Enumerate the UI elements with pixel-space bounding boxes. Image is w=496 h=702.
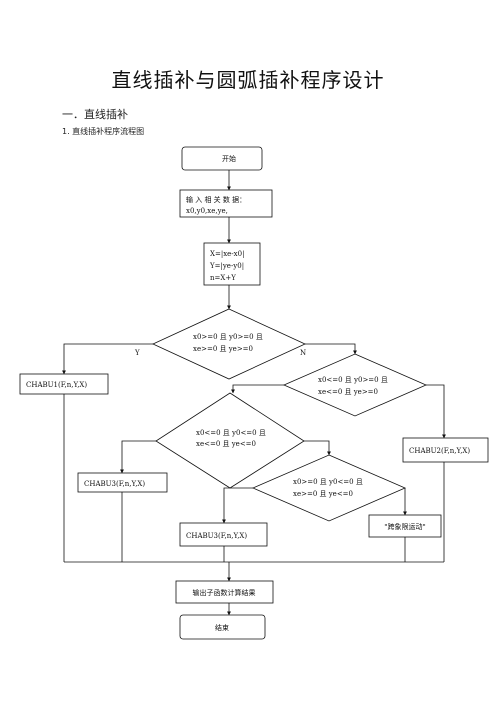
chabu1-label: CHABU1(F,n,Y,X) — [26, 381, 87, 389]
decision-1-label-1: x0>=0 且 y0>=0 且 — [193, 333, 263, 341]
decision-1 — [152, 308, 306, 380]
input-label-1: 输 入 相 关 数 据： — [186, 195, 246, 204]
decision-2-label-1: x0<=0 且 y0>=0 且 — [318, 376, 388, 384]
connector-d3-right — [304, 440, 331, 456]
connector-d1-yes — [62, 343, 153, 375]
chabu3a-box — [77, 472, 168, 493]
calc-box — [203, 242, 261, 286]
chabu3b-box — [179, 522, 268, 547]
chabu1-box — [19, 373, 109, 395]
start-label: 开始 — [222, 154, 236, 163]
decision-4-label-2: xe>=0 且 ye<=0 — [293, 490, 353, 498]
input-box — [179, 189, 273, 218]
subsection-heading: 1. 直线插补程序流程图 — [62, 127, 145, 136]
decision-3 — [155, 392, 305, 489]
start-terminal — [181, 146, 263, 171]
decision-2-label-2: xe<=0 且 ye>=0 — [318, 388, 378, 396]
section-heading: 一．直线插补 — [62, 108, 128, 121]
decision-3-label-1: x0<=0 且 y0<=0 且 — [196, 429, 266, 437]
connector-d2-left — [231, 384, 284, 394]
input-label-2: x0,y0,xe,ye, — [186, 207, 228, 215]
cross-quadrant-label: "跨象限运动" — [384, 522, 425, 531]
decision-1-label-2: xe>=0 且 ye>=0 — [193, 345, 253, 353]
end-label: 结束 — [215, 623, 229, 632]
decision-1-yes-label: Y — [134, 349, 140, 357]
chabu2-label: CHABU2(F,n,Y,X) — [409, 447, 470, 455]
output-label: 输出子函数计算结果 — [193, 588, 256, 597]
calc-label-1: X=|xe-x0| — [210, 250, 244, 258]
connector-d2-right — [426, 384, 446, 439]
cross-quadrant-box — [368, 514, 442, 538]
calc-label-3: n=X+Y — [210, 274, 236, 282]
output-box — [175, 580, 274, 604]
decision-3-label-2: xe<=0 且 ye<=0 — [196, 440, 256, 448]
decision-4 — [251, 454, 407, 522]
calc-label-2: Y=|ye-y0| — [209, 262, 244, 270]
chabu3b-label: CHABU3(F,n,Y,X) — [186, 532, 247, 540]
decision-4-label-1: x0>=0 且 y0<=0 且 — [293, 478, 363, 486]
chabu3a-label: CHABU3(F,n,Y,X) — [84, 480, 145, 488]
decision-2 — [283, 353, 427, 417]
connector-d4-left — [222, 487, 253, 524]
connector-d3-left — [120, 440, 156, 474]
decision-1-no-label: N — [300, 349, 306, 357]
end-terminal — [179, 614, 266, 640]
chabu2-box — [402, 437, 489, 463]
page-title: 直线插补与圆弧插补程序设计 — [111, 68, 385, 92]
connector-d1-no — [305, 343, 357, 355]
